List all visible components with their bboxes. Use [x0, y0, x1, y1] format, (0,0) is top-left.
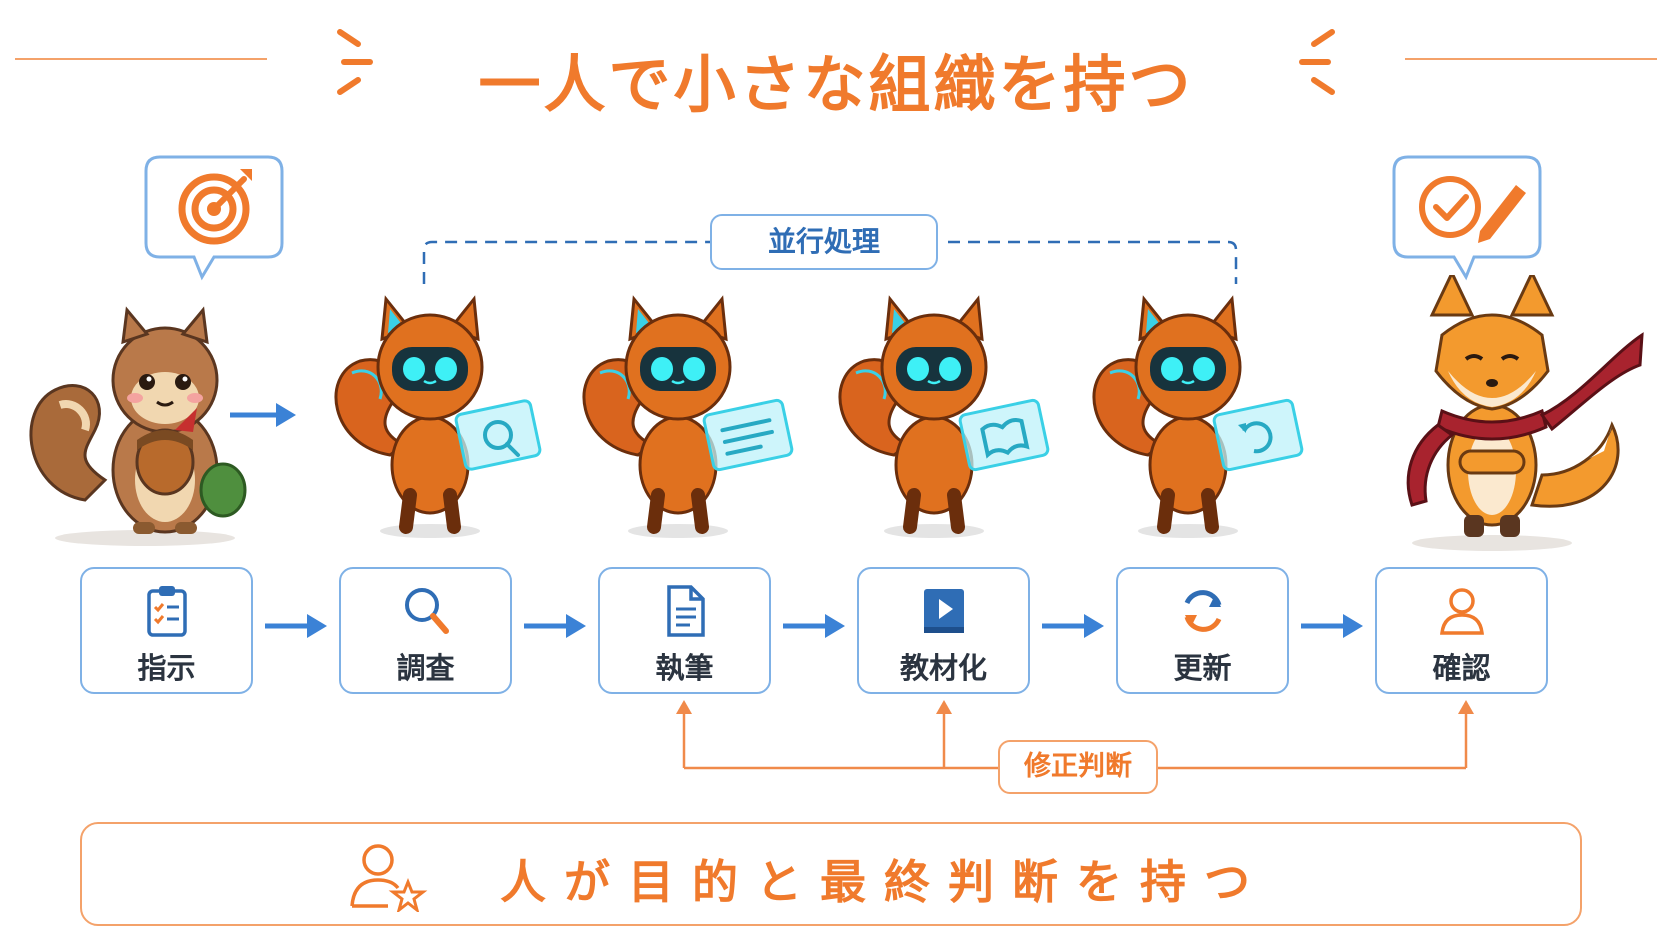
book-play-icon	[923, 589, 964, 633]
robot-squirrel-writing	[582, 295, 794, 538]
clipboard-checklist-icon	[146, 586, 187, 637]
speech-bubble-right	[1392, 155, 1542, 281]
step-box-material: 教材化	[857, 567, 1030, 694]
step-label: 指示	[137, 651, 196, 685]
person-star-icon	[350, 844, 428, 912]
speech-bubble-left	[144, 155, 284, 281]
flow-arrow	[265, 614, 327, 638]
step-label: 確認	[1432, 651, 1491, 685]
bottom-message-box: 人が目的と最終判断を持つ	[80, 822, 1582, 926]
robot-squirrel-material	[838, 295, 1050, 538]
document-icon	[666, 585, 705, 637]
title-line-right	[1405, 58, 1657, 60]
step-box-confirm: 確認	[1375, 567, 1548, 694]
flow-arrow	[783, 614, 845, 638]
squirrel-character	[29, 306, 247, 546]
step-label: 調査	[396, 651, 455, 685]
check-pencil-icon	[1419, 176, 1526, 243]
page-title: 一人で小さな組織を持つ	[478, 48, 1194, 121]
person-icon	[1439, 588, 1484, 635]
sparkle-right-icon	[1299, 29, 1335, 95]
magnifier-icon	[404, 588, 449, 634]
parallel-bracket	[422, 240, 1238, 284]
step-box-writing: 執筆	[598, 567, 771, 694]
robot-squirrel-research	[334, 295, 542, 538]
flow-arrow	[524, 614, 586, 638]
robot-squirrel-update	[1092, 295, 1304, 538]
parallel-processing-label: 並行処理	[710, 214, 938, 270]
step-label: 執筆	[655, 651, 714, 685]
step-label: 教材化	[899, 651, 987, 685]
revision-judgment-label: 修正判断	[998, 740, 1158, 794]
flow-arrow	[1301, 614, 1363, 638]
refresh-icon	[1184, 590, 1221, 632]
fox-character	[1406, 275, 1644, 551]
title-line-left	[15, 58, 267, 60]
arrow-squirrel-to-agent	[230, 403, 296, 427]
revision-feedback-lines	[676, 700, 1474, 770]
flow-arrow	[1042, 614, 1104, 638]
step-box-research: 調査	[339, 567, 512, 694]
sparkle-left-icon	[337, 29, 373, 95]
step-label: 更新	[1173, 651, 1232, 685]
step-box-instruction: 指示	[80, 567, 253, 694]
bottom-message-text: 人が目的と最終判断を持つ	[500, 855, 1268, 909]
target-icon	[178, 169, 252, 245]
step-box-update: 更新	[1116, 567, 1289, 694]
